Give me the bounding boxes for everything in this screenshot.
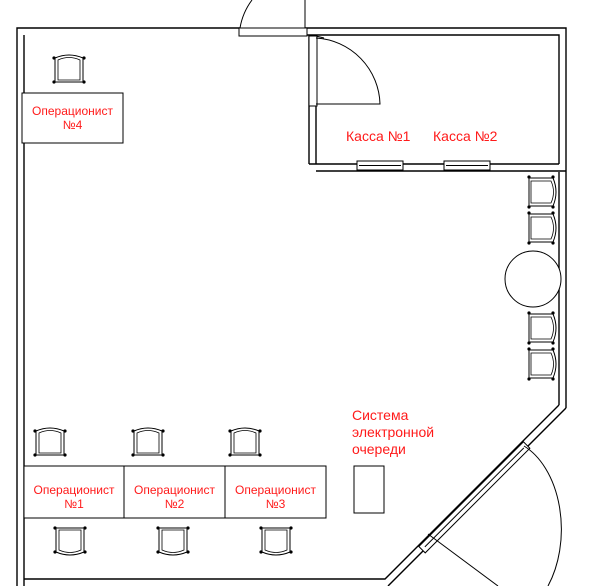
desk-op4 — [21, 92, 124, 144]
chair-op4 — [51, 54, 87, 85]
cash-window-1 — [356, 160, 404, 171]
chair-op2-client — [155, 525, 191, 556]
chair-op3-staff — [227, 427, 263, 458]
chair-op2-staff — [130, 427, 166, 458]
waiting-chair-2 — [526, 210, 557, 246]
desk-op3 — [224, 465, 327, 519]
cashdesk-label-2: Касса №2 — [433, 128, 498, 144]
waiting-chair-1 — [526, 174, 557, 210]
queue-terminal — [353, 465, 385, 514]
top-door — [238, 0, 308, 37]
cash-room-wall — [308, 35, 566, 172]
desk-op2 — [123, 465, 226, 519]
cash-window-2 — [443, 160, 491, 171]
chair-op1-staff — [32, 427, 68, 458]
chair-op1-client — [52, 525, 88, 556]
workstation-label-op2: Операционист №2 — [134, 483, 215, 511]
round-table — [504, 250, 562, 308]
exit-door — [418, 441, 562, 586]
chair-op3-client — [258, 525, 294, 556]
workstation-label-op4: Операционист №4 — [32, 104, 113, 132]
waiting-chair-4 — [526, 346, 557, 382]
workstation-label-op3: Операционист №3 — [235, 483, 316, 511]
queue-system-label: Система электронной очереди — [352, 407, 435, 457]
workstation-label-op1: Операционист №1 — [33, 483, 115, 511]
cash-room-door — [308, 35, 381, 107]
waiting-chair-3 — [526, 310, 557, 346]
cashdesk-label-1: Касса №1 — [346, 128, 411, 144]
